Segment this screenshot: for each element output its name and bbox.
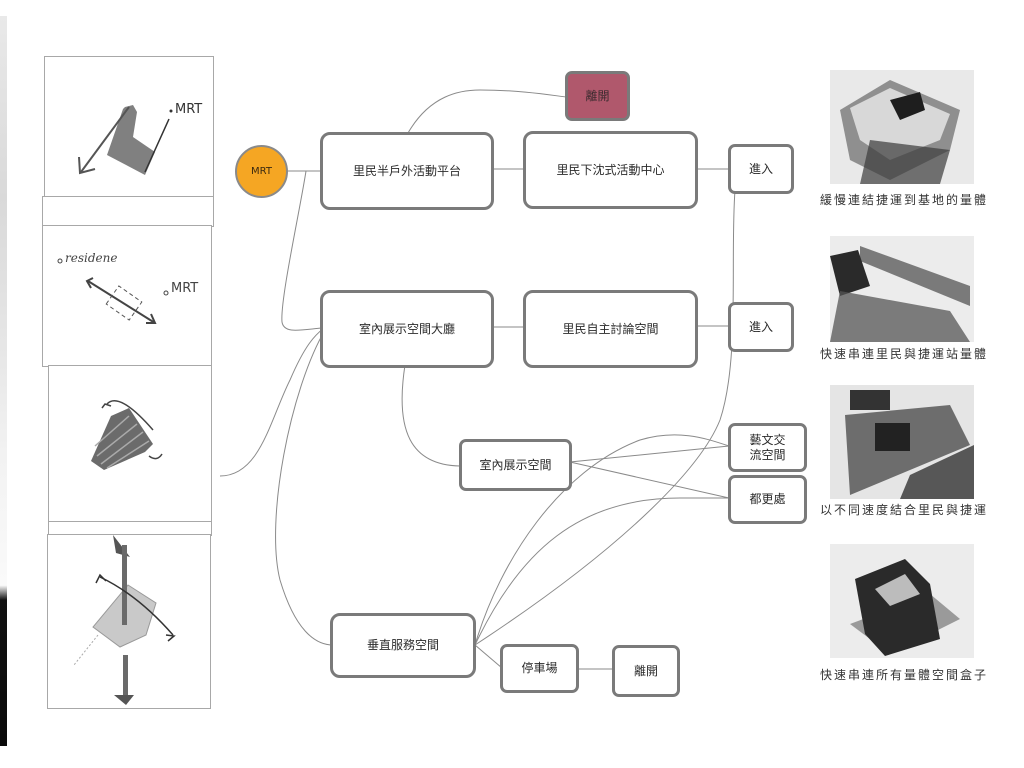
mrt-start-node[interactable]: MRT <box>235 145 288 198</box>
link-vertical-parking <box>474 644 503 669</box>
node-outdoor-platform[interactable]: 里民半戶外活動平台 <box>320 132 494 210</box>
model-caption-4: 快速串連所有量體空間盒子 <box>820 668 989 682</box>
link-mrt-lobby <box>281 170 323 331</box>
node-exhibition-space[interactable]: 室內展示空間 <box>459 439 572 491</box>
sketch-diagonal-volume: MRT <box>78 102 202 175</box>
link-lobby-vertical <box>275 329 334 646</box>
node-label: 藝文交 流空間 <box>749 432 786 462</box>
node-label: 室內展示空間 <box>479 457 552 472</box>
node-label: 里民自主討論空間 <box>562 321 659 336</box>
node-label: 室內展示空間大廳 <box>358 321 455 336</box>
node-discussion-space[interactable]: 里民自主討論空間 <box>523 290 698 368</box>
link-sketch-lobby <box>219 327 325 477</box>
sketch-panel-4 <box>47 534 211 709</box>
node-label: 垂直服務空間 <box>366 638 439 652</box>
model-caption-3: 以不同速度結合里民與捷運 <box>820 503 989 517</box>
node-vertical-service[interactable]: 垂直服務空間 <box>330 613 476 678</box>
node-label: 停車場 <box>521 661 558 675</box>
link-platform-exit <box>407 89 567 134</box>
node-label: 進入 <box>748 161 773 176</box>
link-exhibition-arts <box>569 445 730 463</box>
link-vertical-enter1 <box>474 189 736 646</box>
node-sunken-center[interactable]: 里民下沈式活動中心 <box>523 131 698 209</box>
model-caption-1: 緩慢連結捷運到基地的量體 <box>820 193 989 207</box>
svg-text:MRT: MRT <box>171 281 198 296</box>
node-exhibition-lobby[interactable]: 室內展示空間大廳 <box>320 290 494 368</box>
node-enter-2[interactable]: 進入 <box>728 302 794 352</box>
node-label: 里民半戶外活動平台 <box>352 163 461 178</box>
sketch-axis-diagram: residene MRT <box>57 251 198 324</box>
node-label: 里民下沈式活動中心 <box>556 162 665 177</box>
node-arts-exchange[interactable]: 藝文交 流空間 <box>728 423 807 472</box>
sketch-panel-3 <box>48 365 212 523</box>
sketch-rotating-volume <box>91 400 163 470</box>
left-edge-strip <box>0 16 7 746</box>
node-label: 離開 <box>633 663 658 678</box>
model-photo-4 <box>830 544 974 658</box>
link-vertical-arts <box>474 434 730 646</box>
node-label: 離開 <box>585 88 610 103</box>
model-photo-3 <box>830 385 974 499</box>
node-exit-bottom[interactable]: 離開 <box>612 645 680 697</box>
node-exit-top[interactable]: 離開 <box>565 71 630 121</box>
link-vertical-renewal <box>474 497 729 646</box>
svg-text:residene: residene <box>65 251 117 265</box>
node-label: 進入 <box>748 319 773 334</box>
link-exhibition-renewal <box>569 461 730 499</box>
node-enter-1[interactable]: 進入 <box>728 144 794 194</box>
svg-text:MRT: MRT <box>175 102 202 117</box>
node-parking[interactable]: 停車場 <box>500 644 579 693</box>
model-photo-1 <box>830 70 974 184</box>
sketch-panel-2: residene MRT <box>42 225 212 367</box>
model-caption-2: 快速串連里民與捷運站量體 <box>820 347 989 361</box>
node-label: 都更處 <box>749 492 786 506</box>
mrt-label: MRT <box>251 166 272 177</box>
link-lobby-exhibition <box>401 364 461 467</box>
sketch-vertical-circulation <box>73 535 176 705</box>
model-photo-2 <box>830 236 974 342</box>
node-urban-renewal-office[interactable]: 都更處 <box>728 475 807 524</box>
